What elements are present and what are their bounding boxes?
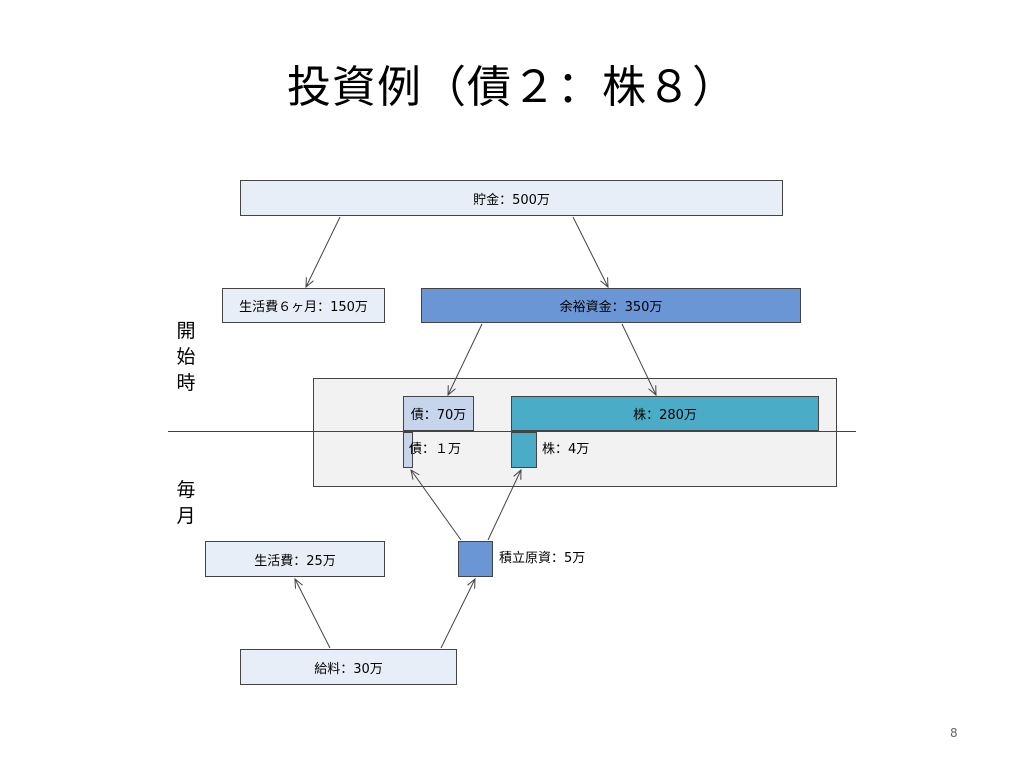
bond-initial-label: 債：70万 — [410, 408, 467, 423]
arrow-salary-to-living — [295, 579, 331, 649]
arrow-savings-to-surplus — [572, 216, 608, 287]
surplus-label: 余裕資金：350万 — [559, 300, 663, 315]
arrow-surplus-to-bond — [448, 323, 483, 395]
living-6m-box: 生活費６ヶ月：150万 — [222, 288, 385, 323]
bond-monthly-bar — [403, 432, 413, 468]
arrow-accum-to-bond — [411, 470, 462, 541]
accumulation-label: 積立原資：5万 — [499, 551, 586, 566]
stock-monthly-bar — [511, 432, 537, 468]
savings-label: 貯金：500万 — [473, 192, 550, 208]
arrow-savings-to-living — [306, 216, 341, 287]
side-label-start: 開 始 時 — [174, 318, 198, 396]
arrow-salary-to-accum — [440, 579, 475, 649]
living-monthly-label: 生活費：25万 — [254, 553, 336, 569]
side-label-char: 毎 — [176, 479, 196, 501]
stock-initial-label: 株：280万 — [633, 408, 697, 423]
stock-initial-box: 株：280万 — [511, 396, 819, 431]
stock-monthly-label: 株：4万 — [542, 442, 590, 457]
salary-label: 給料：30万 — [314, 661, 383, 677]
side-label-char: 月 — [176, 505, 196, 527]
salary-box: 給料：30万 — [240, 649, 457, 685]
surplus-box: 余裕資金：350万 — [421, 288, 801, 323]
side-label-char: 開 — [176, 320, 196, 342]
side-label-char: 時 — [176, 372, 196, 394]
page-number: 8 — [950, 726, 958, 740]
living-monthly-box: 生活費：25万 — [205, 541, 385, 577]
living-6m-label: 生活費６ヶ月：150万 — [239, 300, 368, 315]
bond-initial-box: 債：70万 — [403, 396, 474, 431]
accumulation-box — [458, 541, 493, 577]
bond-monthly-label: 債：１万 — [409, 442, 462, 457]
side-label-monthly: 毎 月 — [174, 477, 198, 529]
savings-box: 貯金：500万 — [240, 180, 783, 216]
arrow-accum-to-stock — [487, 470, 521, 541]
start-monthly-divider — [168, 431, 856, 432]
side-label-char: 始 — [176, 346, 196, 368]
arrow-surplus-to-stock — [621, 323, 656, 395]
slide-title: 投資例（債２：株８） — [287, 62, 737, 113]
